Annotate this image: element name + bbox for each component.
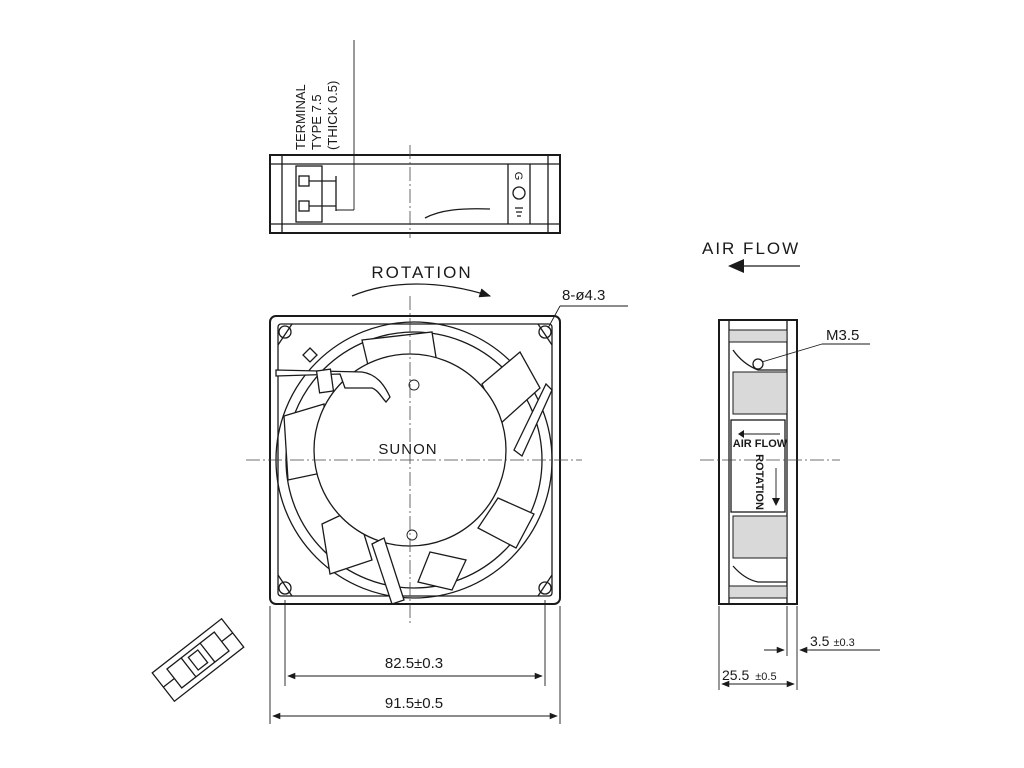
screw-callout: M3.5 bbox=[826, 327, 859, 344]
ground-screw-icon bbox=[512, 186, 526, 200]
ground-label: G bbox=[512, 172, 524, 181]
side-air-flow-label: AIR FLOW bbox=[733, 438, 788, 450]
terminal-pin-1 bbox=[298, 175, 310, 187]
dim-inner-label: 82.5±0.3 bbox=[385, 655, 443, 672]
front-dimensions: 82.5±0.3 91.5±0.5 bbox=[269, 600, 561, 724]
air-flow-indicator: AIR FLOW bbox=[702, 239, 800, 273]
terminal-detail bbox=[151, 617, 245, 703]
m35-screw-icon bbox=[752, 358, 764, 370]
dim-flange-label: 3.5±0.3 bbox=[810, 633, 855, 649]
terminal-label-line2: TYPE 7.5 bbox=[309, 94, 324, 150]
top-view: TERMINAL TYPE 7.5 (THICK 0.5) G bbox=[269, 40, 561, 238]
air-flow-label: AIR FLOW bbox=[702, 239, 800, 258]
dim-outer-label: 91.5±0.5 bbox=[385, 695, 443, 712]
mount-hole bbox=[278, 325, 292, 339]
side-dimensions: 25.5±0.5 3.5±0.3 bbox=[718, 606, 880, 690]
front-view: ROTATION SUNON bbox=[246, 263, 628, 624]
rotation-arrow-icon bbox=[351, 283, 492, 298]
terminal-pin-2 bbox=[298, 200, 310, 212]
brand-label: SUNON bbox=[378, 441, 437, 458]
side-view: AIR FLOW ROTATION M3.5 bbox=[700, 319, 870, 605]
hub-screw bbox=[406, 529, 418, 541]
rotation-label: ROTATION bbox=[371, 263, 472, 282]
mount-hole bbox=[538, 581, 552, 595]
dim-depth-label: 25.5±0.5 bbox=[722, 667, 777, 683]
air-flow-arrow-icon bbox=[728, 259, 744, 273]
terminal-label-line1: TERMINAL bbox=[293, 84, 308, 150]
holes-callout: 8-ø4.3 bbox=[562, 287, 605, 304]
side-rotation-label: ROTATION bbox=[753, 454, 765, 510]
hub-screw bbox=[408, 379, 420, 391]
terminal-label-line3: (THICK 0.5) bbox=[325, 81, 340, 150]
mount-hole bbox=[278, 581, 292, 595]
diamond-marker bbox=[302, 347, 318, 363]
terminal-block bbox=[295, 165, 323, 223]
mount-hole bbox=[538, 325, 552, 339]
